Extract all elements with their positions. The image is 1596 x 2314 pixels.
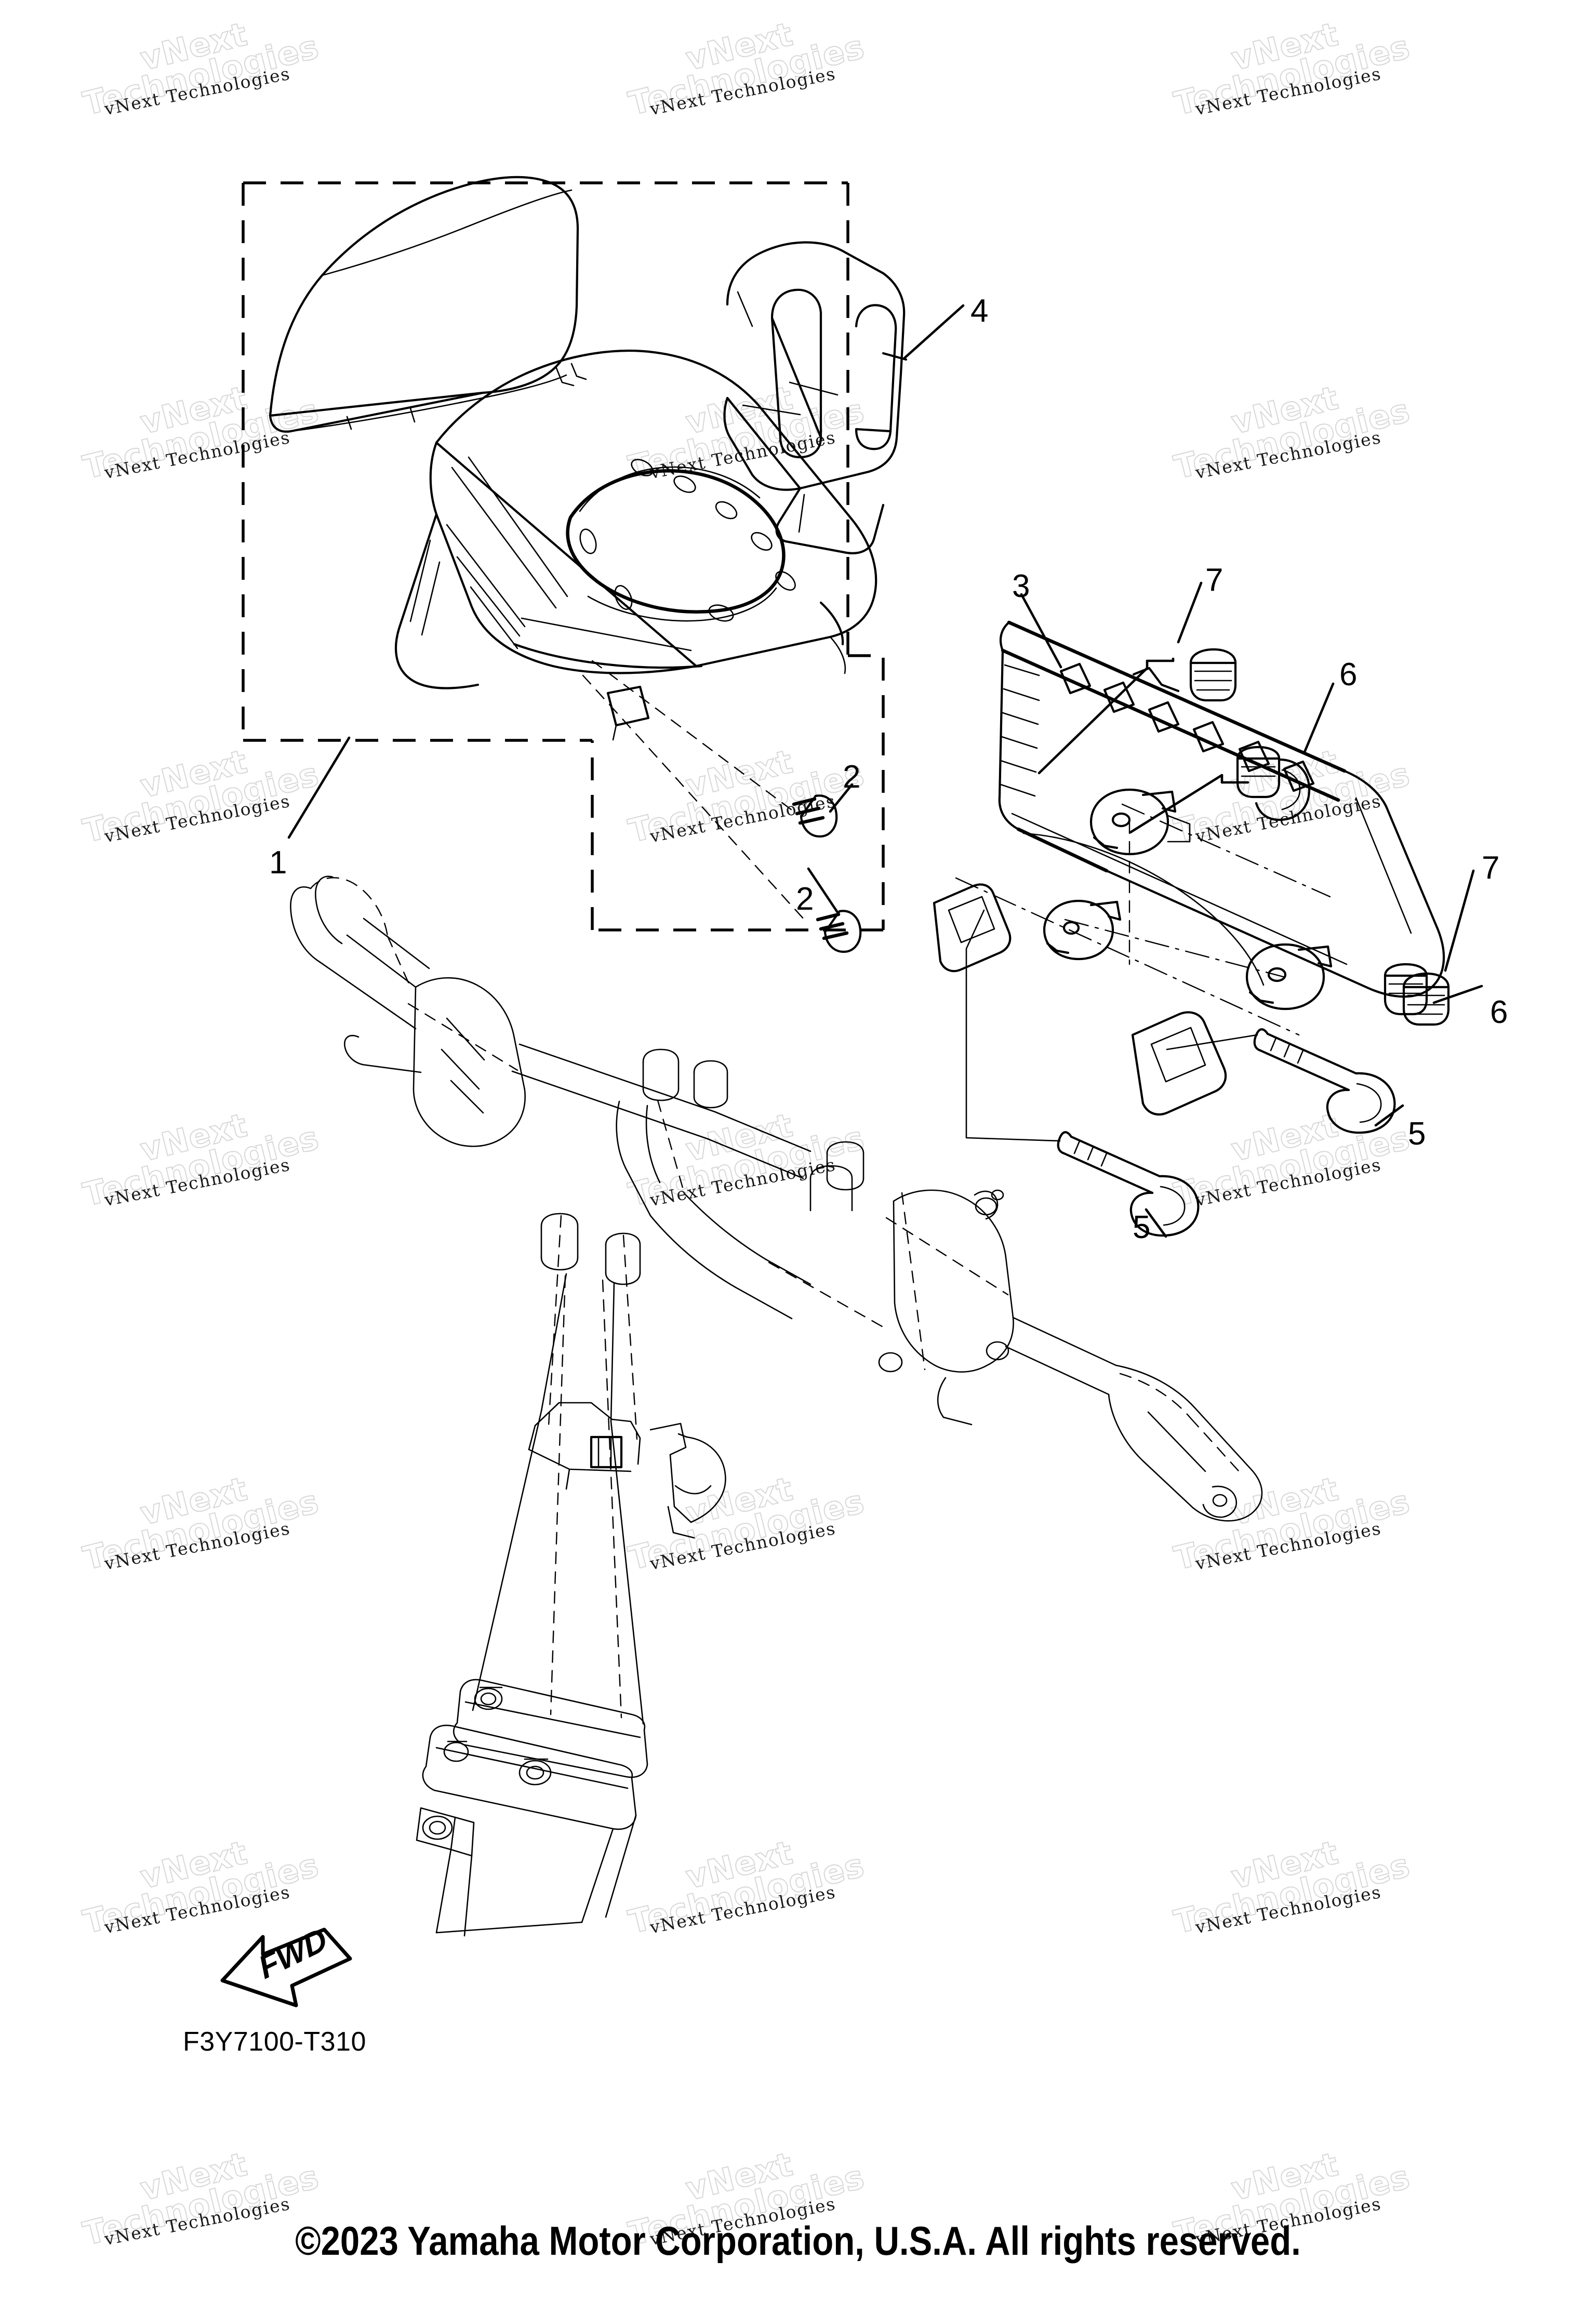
flange-screw <box>1236 746 1311 821</box>
callout-7: 7 <box>1482 850 1500 886</box>
fwd-arrow-icon <box>220 1927 352 2007</box>
windscreen-part <box>269 176 587 433</box>
callout-4: 4 <box>970 293 989 329</box>
diagram-code-label: F3Y7100-T310 <box>183 2027 366 2057</box>
handlebar-rear-cover <box>933 620 1445 1116</box>
grommet-boss <box>1043 899 1122 961</box>
handlebar-front-cover <box>394 350 877 741</box>
handlebar-assembly-reference <box>290 875 1263 1522</box>
callout-1: 1 <box>269 845 287 881</box>
callout-2: 2 <box>796 881 814 917</box>
meter-visor-bracket <box>723 241 908 554</box>
flange-screw <box>1384 963 1428 1016</box>
fwd-direction-badge: FWD <box>213 1921 369 2026</box>
steering-column-reference <box>416 1213 726 1937</box>
callout-7: 7 <box>1205 562 1223 598</box>
callout-6: 6 <box>1490 994 1508 1030</box>
leader-lines <box>287 304 1483 1238</box>
grommet-boss <box>1089 788 1191 856</box>
callout-5: 5 <box>1133 1209 1151 1245</box>
callout-3: 3 <box>1012 568 1030 604</box>
callout-5: 5 <box>1408 1116 1426 1152</box>
copyright-notice: ©2023 Yamaha Motor Corporation, U.S.A. A… <box>295 2218 1301 2264</box>
callout-2: 2 <box>843 759 861 795</box>
mounting-bolt <box>1057 1131 1200 1237</box>
cover-screw <box>792 794 838 838</box>
assembly-group-box <box>242 181 885 932</box>
tapping-screw <box>1189 648 1237 702</box>
cover-screw <box>816 910 862 953</box>
mounting-bolt <box>1253 1028 1396 1134</box>
callout-6: 6 <box>1339 657 1358 693</box>
